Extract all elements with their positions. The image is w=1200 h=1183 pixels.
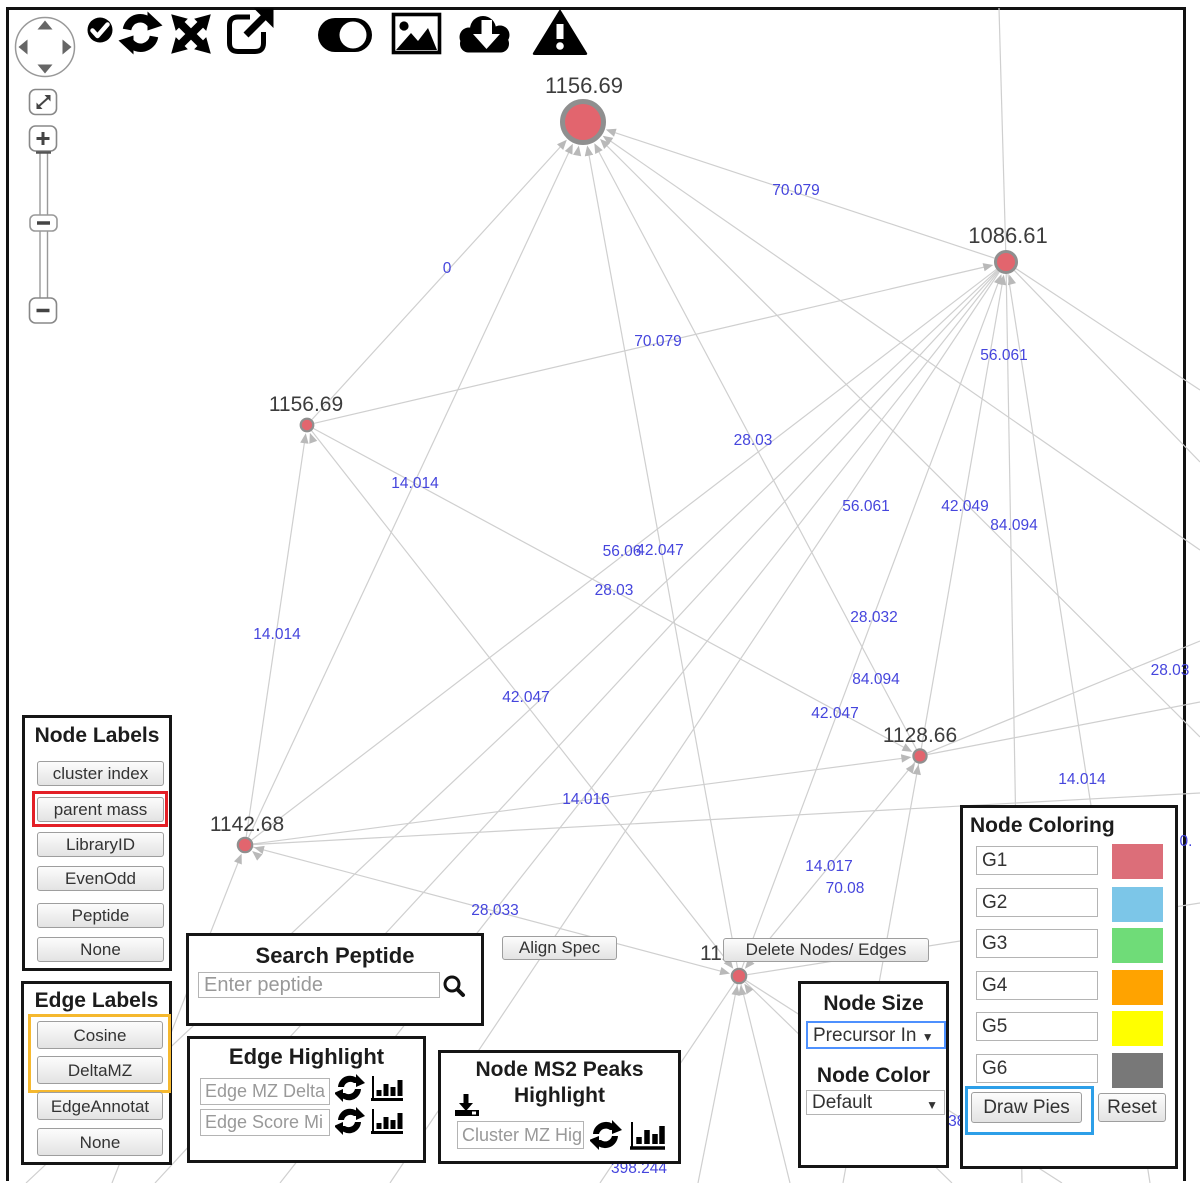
svg-text:56.061: 56.061 bbox=[842, 498, 889, 515]
svg-text:84.094: 84.094 bbox=[852, 671, 900, 688]
svg-text:28.03: 28.03 bbox=[595, 582, 634, 599]
svg-text:56.061: 56.061 bbox=[980, 347, 1027, 364]
svg-text:398.244: 398.244 bbox=[611, 1160, 667, 1177]
svg-text:42.047: 42.047 bbox=[811, 705, 858, 722]
svg-text:14.017: 14.017 bbox=[805, 858, 852, 875]
svg-text:14.014: 14.014 bbox=[391, 475, 439, 492]
svg-text:14.016: 14.016 bbox=[562, 791, 609, 808]
svg-text:14.014: 14.014 bbox=[253, 626, 301, 643]
svg-text:28.03: 28.03 bbox=[1151, 662, 1190, 679]
svg-text:42.047: 42.047 bbox=[502, 689, 549, 706]
svg-text:1086.61: 1086.61 bbox=[968, 223, 1048, 248]
svg-text:70.079: 70.079 bbox=[634, 333, 681, 350]
svg-text:0.: 0. bbox=[1180, 833, 1193, 850]
svg-text:42.047: 42.047 bbox=[636, 542, 683, 559]
svg-text:1156.69: 1156.69 bbox=[545, 73, 623, 98]
svg-text:14.014: 14.014 bbox=[1058, 771, 1106, 788]
svg-text:42.049: 42.049 bbox=[941, 498, 988, 515]
svg-text:70.079: 70.079 bbox=[772, 182, 819, 199]
svg-text:70.08: 70.08 bbox=[826, 880, 865, 897]
svg-text:56.06: 56.06 bbox=[603, 543, 642, 560]
svg-text:28.032: 28.032 bbox=[850, 609, 897, 626]
svg-text:28.033: 28.033 bbox=[471, 902, 518, 919]
svg-text:1128.66: 1128.66 bbox=[883, 724, 957, 747]
svg-text:1156.69: 1156.69 bbox=[269, 393, 343, 416]
svg-text:84.094: 84.094 bbox=[990, 517, 1038, 534]
svg-text:0: 0 bbox=[443, 260, 452, 277]
svg-text:1142.68: 1142.68 bbox=[210, 813, 284, 836]
svg-text:28.03: 28.03 bbox=[734, 432, 773, 449]
